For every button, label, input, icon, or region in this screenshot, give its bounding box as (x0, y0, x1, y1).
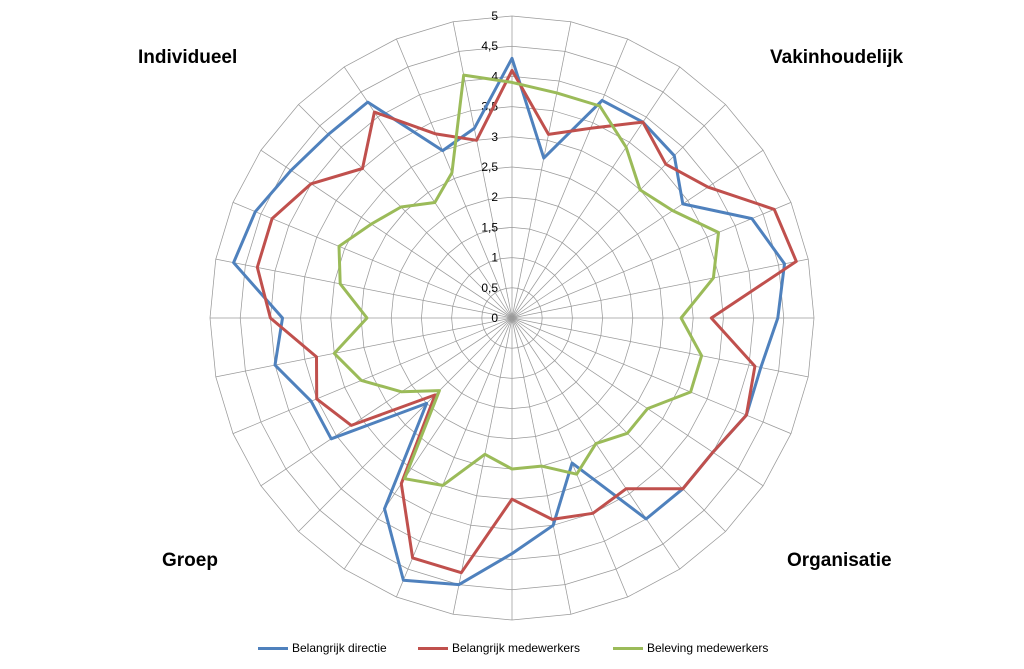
legend-swatch-red (418, 646, 448, 650)
grid-spoke (511, 38, 628, 319)
legend-label: Belangrijk medewerkers (452, 641, 581, 655)
series-3 (332, 73, 720, 487)
radar-series (232, 56, 798, 587)
grid-spoke (260, 149, 513, 319)
grid-spoke (232, 202, 513, 319)
grid-spoke (452, 21, 513, 319)
grid-spoke (215, 258, 513, 319)
legend-item-belangrijk-directie: Belangrijk directie (258, 638, 387, 658)
grid-spoke (511, 317, 792, 434)
grid-spoke (511, 66, 681, 319)
grid-spoke (511, 317, 809, 378)
r-tick-label: 4 (491, 69, 498, 83)
grid-spoke (511, 258, 809, 319)
grid-spoke (511, 202, 792, 319)
r-tick-label: 2,5 (481, 160, 498, 174)
r-tick-label: 0 (491, 311, 498, 325)
legend-item-belangrijk-medewerkers: Belangrijk medewerkers (418, 638, 580, 658)
r-tick-label: 1 (491, 251, 498, 265)
chart-legend: Belangrijk directie Belangrijk medewerke… (0, 638, 1024, 658)
grid-spoke (511, 317, 628, 598)
grid-spoke (452, 317, 513, 615)
quadrant-label-vakinhoudelijk: Vakinhoudelijk (770, 47, 904, 68)
grid-spoke (298, 104, 513, 319)
grid-spoke (215, 317, 513, 378)
grid-spoke (396, 317, 513, 598)
r-tick-label: 5 (491, 9, 498, 23)
radial-tick-labels: 00,511,522,533,544,55 (481, 9, 498, 325)
r-tick-label: 0,5 (481, 281, 498, 295)
legend-swatch-blue (258, 646, 288, 650)
radar-grid (209, 15, 815, 621)
grid-spoke (511, 21, 572, 319)
series-line-2 (255, 68, 798, 575)
r-tick-label: 4,5 (481, 39, 498, 53)
quadrant-label-groep: Groep (162, 550, 218, 571)
legend-swatch-green (613, 646, 643, 650)
grid-spoke (343, 66, 513, 319)
legend-item-beleving-medewerkers: Beleving medewerkers (613, 638, 768, 658)
series-line-3 (332, 73, 720, 487)
grid-spoke (260, 317, 513, 487)
grid-spoke (343, 317, 513, 570)
r-tick-label: 2 (491, 190, 498, 204)
grid-spoke (511, 317, 726, 532)
grid-spoke (511, 149, 764, 319)
legend-label: Belangrijk directie (292, 641, 387, 655)
grid-spoke (511, 317, 764, 487)
quadrant-label-individueel: Individueel (138, 47, 238, 68)
legend-label: Beleving medewerkers (647, 641, 769, 655)
r-tick-label: 1,5 (481, 220, 498, 234)
quadrant-label-organisatie: Organisatie (787, 550, 892, 571)
grid-spoke (232, 317, 513, 434)
grid-spoke (511, 104, 726, 319)
grid-spoke (396, 38, 513, 319)
r-tick-label: 3 (491, 130, 498, 144)
grid-spoke (298, 317, 513, 532)
series-2 (255, 68, 798, 575)
